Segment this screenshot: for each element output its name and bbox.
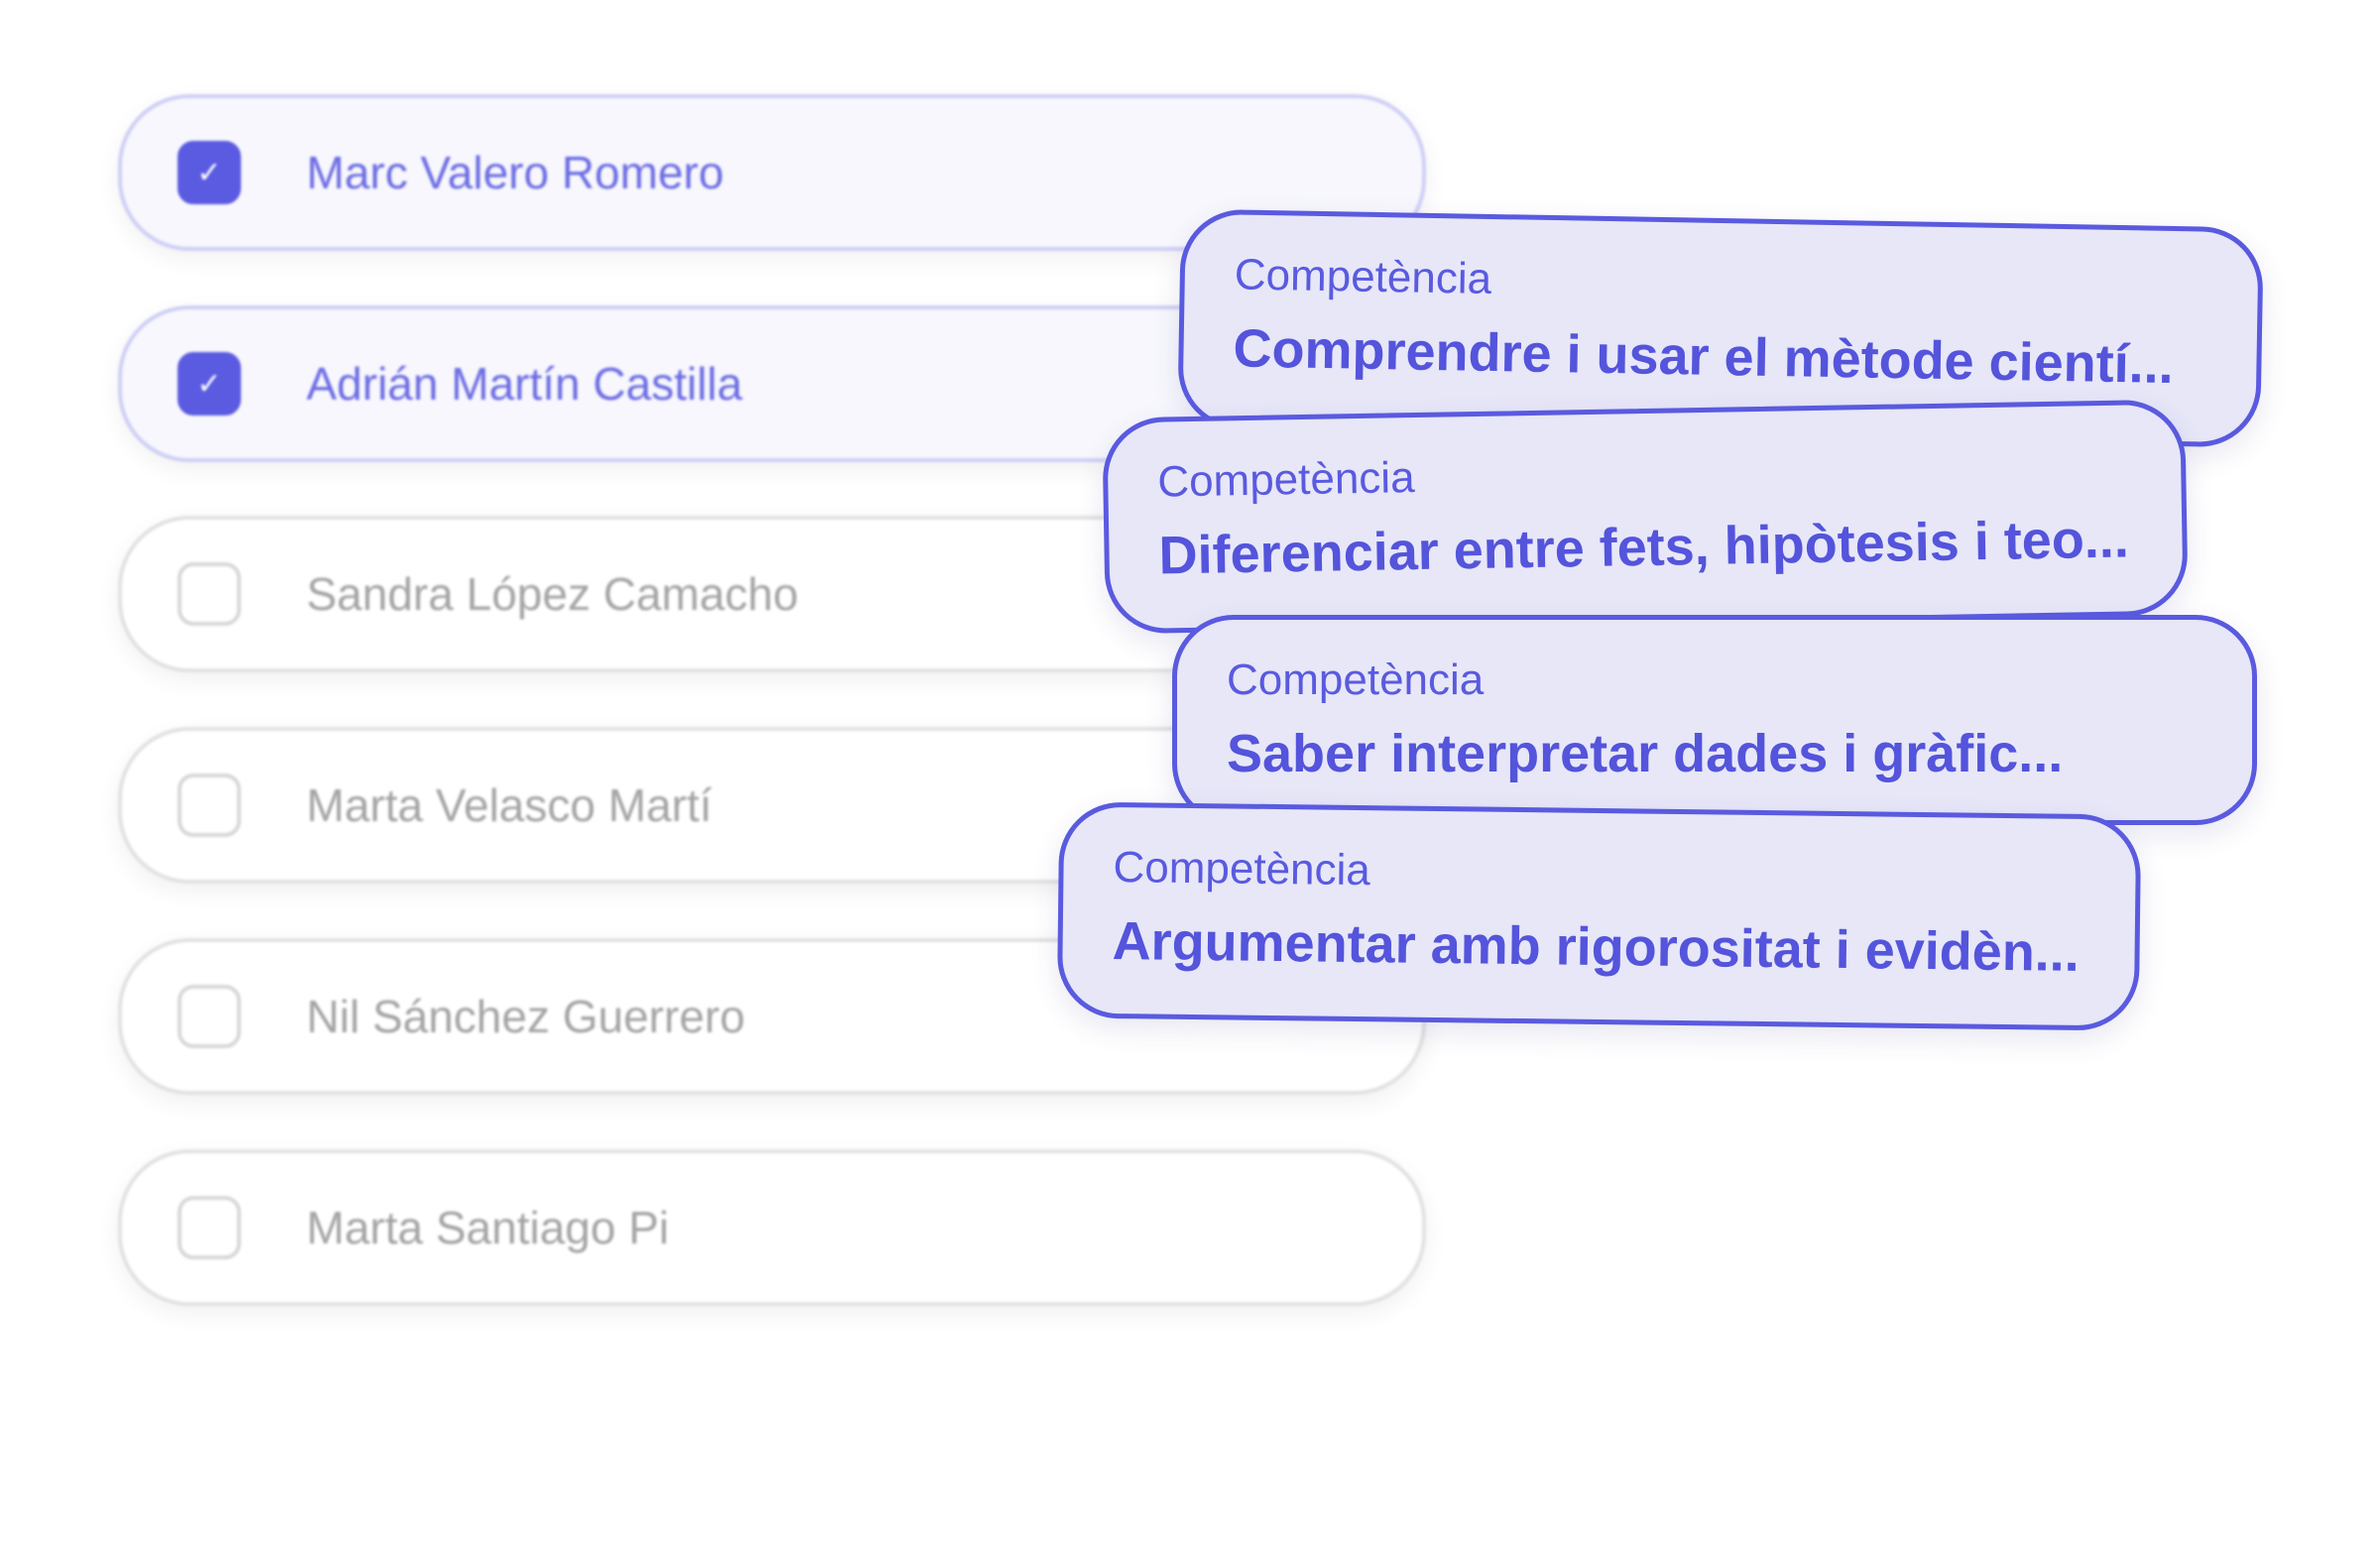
check-icon: ✓ — [196, 367, 222, 401]
student-name: Sandra López Camacho — [306, 568, 799, 620]
student-name: Marta Velasco Martí — [306, 779, 713, 831]
checkbox-unchecked[interactable] — [178, 985, 241, 1048]
competency-title: Comprendre i usar el mètode cientí... — [1233, 318, 2175, 395]
checkbox-checked[interactable]: ✓ — [178, 141, 241, 204]
checkbox-checked[interactable]: ✓ — [178, 352, 241, 416]
student-name: Adrián Martín Castilla — [306, 358, 743, 410]
checkbox-unchecked[interactable] — [178, 774, 241, 837]
competency-label: Competència — [1227, 656, 1485, 704]
competency-label: Competència — [1156, 453, 1415, 507]
competency-card[interactable]: Competència Saber interpretar dades i gr… — [1172, 615, 2257, 825]
check-icon: ✓ — [196, 156, 222, 189]
student-name: Marc Valero Romero — [306, 147, 724, 198]
student-row[interactable]: Marta Santiago Pi — [118, 1149, 1426, 1306]
student-name: Nil Sánchez Guerrero — [306, 991, 746, 1042]
competency-label: Competència — [1234, 250, 1492, 303]
checkbox-unchecked[interactable] — [178, 562, 241, 626]
competency-card[interactable]: Competència Diferenciar entre fets, hipò… — [1102, 399, 2189, 635]
competency-label: Competència — [1113, 843, 1371, 895]
checkbox-unchecked[interactable] — [178, 1196, 241, 1259]
student-row[interactable]: ✓ Marc Valero Romero — [118, 94, 1426, 251]
competency-title: Saber interpretar dades i gràfic... — [1227, 724, 2064, 783]
competency-title: Argumentar amb rigorositat i evidèn... — [1112, 911, 2081, 983]
competency-title: Diferenciar entre fets, hipòtesis i teo.… — [1158, 509, 2130, 586]
competency-card[interactable]: Competència Argumentar amb rigorositat i… — [1056, 801, 2142, 1031]
student-name: Marta Santiago Pi — [306, 1202, 669, 1253]
